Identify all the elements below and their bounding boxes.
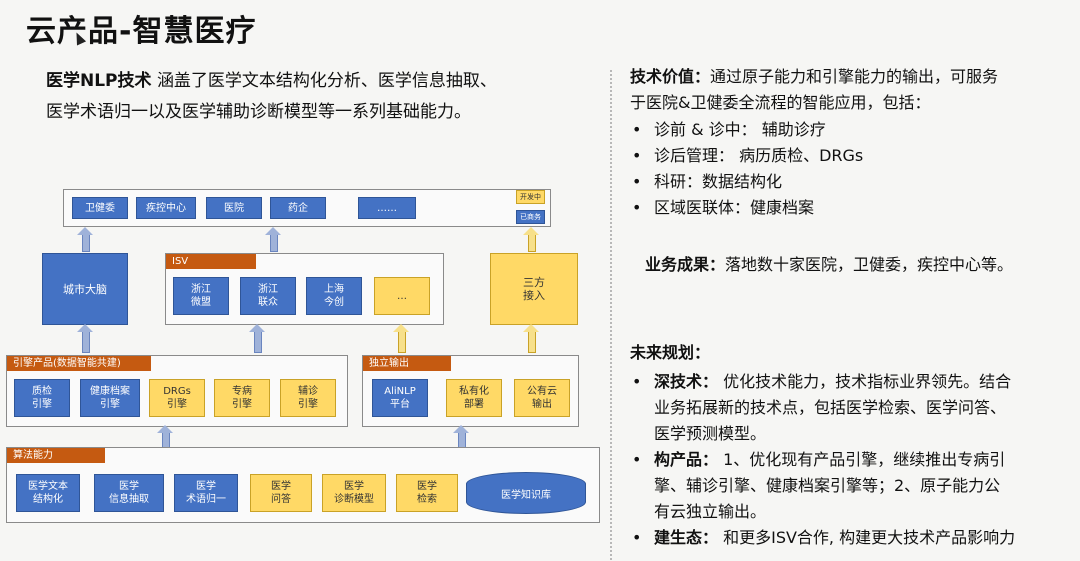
standalone-item: 私有化 部署	[446, 379, 502, 417]
arrow-up	[249, 324, 265, 353]
arrow-up	[77, 227, 93, 252]
algorithm-item: 医学 问答	[250, 474, 312, 512]
tech-value-line1: 通过原子能力和引擎能力的输出，可服务	[710, 67, 999, 86]
arrow-up	[523, 227, 539, 252]
future-label: 未来规划：	[630, 340, 710, 366]
divider	[610, 70, 612, 560]
tech-bullet: •科研：数据结构化	[632, 172, 783, 191]
engine-item: 辅诊 引擎	[280, 379, 336, 417]
client-box: 药企	[270, 197, 326, 219]
intro-bold: 医学NLP技术	[46, 71, 152, 91]
algorithm-tab: 算法能力	[7, 448, 105, 463]
algorithm-item: 医学文本 结构化	[16, 474, 80, 512]
arrow-up	[523, 324, 539, 353]
third-party-box: 三方 接入	[490, 253, 578, 325]
arrow-up	[157, 425, 173, 448]
engine-item: 质检 引擎	[14, 379, 70, 417]
engine-tab: 引擎产品(数据智能共建)	[7, 356, 151, 371]
future-item-label: 构产品：	[654, 450, 719, 469]
client-box: ……	[358, 197, 416, 219]
intro-text: 医学NLP技术 涵盖了医学文本结构化分析、医学信息抽取、 医学术语归一以及医学辅…	[46, 66, 566, 128]
standalone-item: 公有云 输出	[514, 379, 570, 417]
tech-value-block: 技术价值：通过原子能力和引擎能力的输出，可服务 于医院&卫健委全流程的智能应用，…	[630, 64, 1070, 116]
arrow-up	[453, 425, 469, 448]
isv-item: 浙江 联众	[240, 277, 296, 315]
engine-item: 健康档案 引擎	[80, 379, 140, 417]
tech-bullet-text: 区域医联体：健康档案	[654, 198, 815, 217]
isv-item: 上海 今创	[306, 277, 362, 315]
arrow-up	[393, 324, 409, 353]
legend-commercial: 已商务	[516, 210, 545, 224]
future-item: •深技术： 优化技术能力，技术指标业界领先。结合 业务拓展新的技术点，包括医学检…	[632, 372, 1012, 443]
future-item-label: 建生态：	[654, 528, 719, 547]
arrow-up	[77, 324, 93, 353]
engine-item: DRGs 引擎	[149, 379, 205, 417]
client-box: 卫健委	[72, 197, 128, 219]
future-item: •构产品： 1、优化现有产品引擎，继续推出专病引 擎、辅诊引擎、健康档案引擎等；…	[632, 450, 1006, 521]
standalone-item: AliNLP 平台	[372, 379, 428, 417]
client-box: 疾控中心	[136, 197, 196, 219]
client-box: 医院	[206, 197, 262, 219]
algorithm-item: 医学 诊断模型	[322, 474, 386, 512]
future-item-line: 医学预测模型。	[654, 424, 767, 443]
intro-line1: 涵盖了医学文本结构化分析、医学信息抽取、	[156, 71, 497, 91]
standalone-tab: 独立输出	[363, 356, 451, 371]
tech-bullet-text: 诊后管理： 病历质检、DRGs	[654, 146, 864, 165]
intro-line2: 医学术语归一以及医学辅助诊断模型等一系列基础能力。	[46, 102, 471, 122]
isv-item: 浙江 微盟	[173, 277, 229, 315]
future-item-line: 有云独立输出。	[654, 502, 767, 521]
algorithm-item: 医学 检索	[396, 474, 458, 512]
legend-developing: 开发中	[516, 190, 545, 204]
results-block: 业务成果：落地数十家医院，卫健委，疾控中心等。	[645, 252, 1075, 278]
future-item-line: 1、优化现有产品引擎，继续推出专病引	[718, 450, 1006, 469]
tech-bullet: •区域医联体：健康档案	[632, 198, 815, 217]
future-item-line: 优化技术能力，技术指标业界领先。结合	[718, 372, 1012, 391]
future-item-line: 业务拓展新的技术点，包括医学检索、医学问答、	[654, 398, 1007, 417]
results-text: 落地数十家医院，卫健委，疾控中心等。	[725, 255, 1014, 274]
tech-value-label: 技术价值：	[630, 67, 711, 86]
future-label-text: 未来规划：	[630, 343, 711, 362]
tech-value-line2: 于医院&卫健委全流程的智能应用，包括：	[630, 93, 931, 112]
city-brain-box: 城市大脑	[42, 253, 128, 325]
tech-bullet: •诊后管理： 病历质检、DRGs	[632, 146, 864, 165]
future-item-line: 和更多ISV合作, 构建更大技术产品影响力	[718, 528, 1016, 547]
results-label: 业务成果：	[645, 255, 726, 274]
isv-item: …	[374, 277, 430, 315]
tech-bullet-text: 科研：数据结构化	[654, 172, 783, 191]
algorithm-item: 医学 术语归一	[174, 474, 238, 512]
arrow-up	[265, 227, 281, 252]
page-title: 云产品-智慧医疗	[26, 14, 257, 49]
knowledge-base-cylinder: 医学知识库	[466, 472, 586, 514]
isv-tab: ISV	[166, 254, 256, 269]
future-item-label: 深技术：	[654, 372, 719, 391]
tech-bullet: •诊前 & 诊中： 辅助诊疗	[632, 120, 826, 139]
algorithm-item: 医学 信息抽取	[94, 474, 164, 512]
tech-bullet-text: 诊前 & 诊中： 辅助诊疗	[654, 120, 826, 139]
future-item-line: 擎、辅诊引擎、健康档案引擎等；2、原子能力公	[654, 476, 1001, 495]
engine-item: 专病 引擎	[214, 379, 270, 417]
future-item: •建生态： 和更多ISV合作, 构建更大技术产品影响力	[632, 528, 1016, 547]
